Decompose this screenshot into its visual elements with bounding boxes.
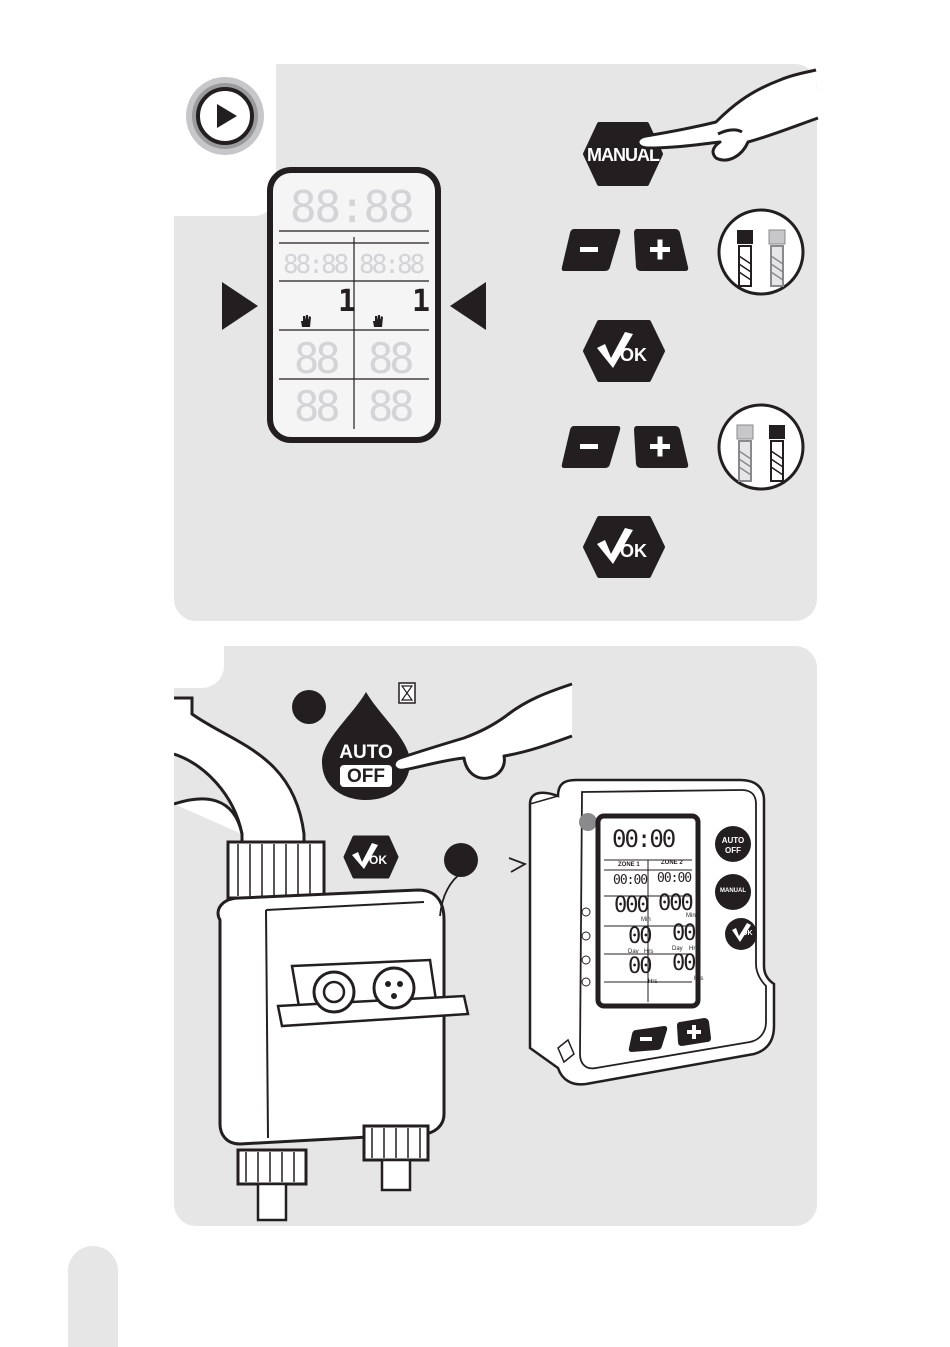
controller-day-2: 00: [672, 921, 695, 946]
lcd-big-2a: 88: [294, 382, 337, 431]
hand-icon: [299, 314, 313, 328]
tap-valve-illustration: [174, 684, 474, 1224]
lcd-zone1-time: 88:88: [283, 250, 346, 280]
controller-manual-label[interactable]: MANUAL: [716, 888, 750, 894]
hand-pointer-icon: [630, 66, 820, 176]
pointer-left-icon: [450, 282, 486, 330]
lcd-big-1b: 88: [368, 334, 411, 383]
controller-hrs-label: Hrs: [648, 979, 657, 985]
lcd-big-1a: 88: [294, 334, 337, 383]
minus-button[interactable]: [560, 424, 622, 470]
plus-button[interactable]: [633, 424, 689, 470]
lcd-zone2-time: 88:88: [359, 250, 422, 280]
controller-zone2-label: ZONE 2: [661, 860, 683, 866]
controller-zone2-time: 00:00: [657, 871, 691, 886]
lcd-zone1-number: 1: [338, 284, 356, 319]
controller-min-label: Min: [686, 913, 696, 919]
tab-cutout-lower: [170, 168, 224, 216]
controller-day-1: 00: [628, 924, 651, 949]
controller-zone1-label: ZONE 1: [618, 862, 640, 868]
ok-label: OK: [620, 541, 647, 562]
controller-ok-label: OK: [742, 930, 753, 937]
pointer-right-icon: [222, 282, 258, 330]
controller-last-1: 00: [628, 954, 651, 979]
controller-min-label: Min: [641, 917, 651, 923]
page-tab: [68, 1246, 118, 1347]
minus-button[interactable]: [560, 227, 622, 273]
controller-clock: 00:00: [612, 825, 674, 853]
tab-cutout: [170, 640, 224, 688]
hand-icon: [371, 314, 385, 328]
lcd-zone2-number: 1: [412, 284, 430, 319]
ok-label: OK: [620, 345, 647, 366]
controller-off-label: OFF: [720, 846, 746, 855]
controller-hrs-label: Hrs: [694, 976, 703, 982]
controller-last-2: 00: [672, 951, 695, 976]
zone-outlet-icon: [717, 208, 805, 296]
lcd-big-2b: 88: [368, 382, 411, 431]
plus-button[interactable]: [633, 227, 689, 273]
controller-auto-label: AUTO: [720, 836, 746, 845]
controller-zone1-time: 00:00: [613, 873, 647, 888]
zone-outlet-icon: [717, 403, 805, 491]
lcd-clock: 88:88: [290, 182, 412, 233]
play-icon: [180, 75, 270, 157]
controller-min-1: 000: [614, 893, 648, 918]
arrow-icon: [505, 852, 529, 876]
